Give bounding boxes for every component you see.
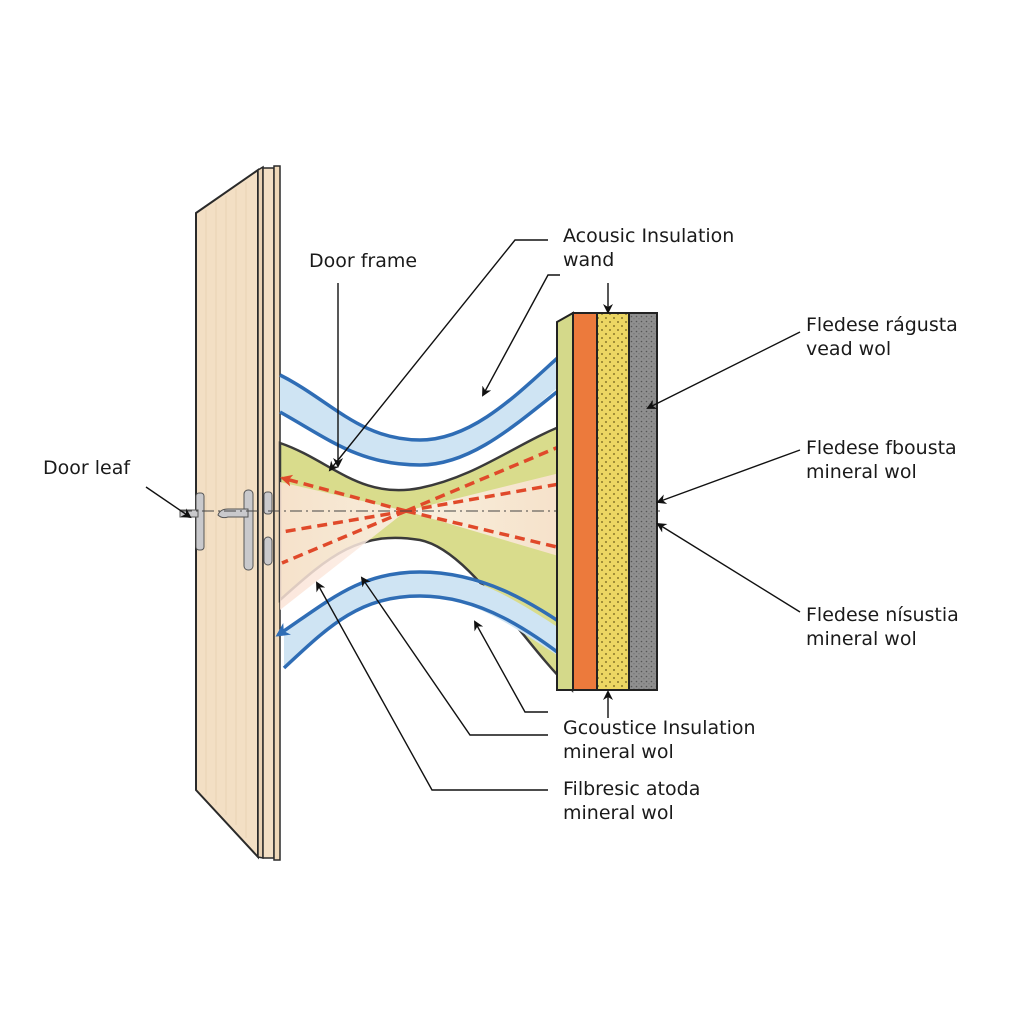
leader-lines: [145, 239, 801, 791]
label-line-1: Filbresic atoda: [563, 778, 701, 800]
label-line-2: mineral wol: [806, 461, 917, 483]
label-line-1: Gcoustice Insulation: [563, 717, 756, 739]
label-bottom-1: Gcoustice Insulation mineral wol: [563, 716, 756, 764]
label-line-2: mineral wol: [806, 628, 917, 650]
label-line-1: Fledese rágusta: [806, 314, 958, 336]
insulation-wall: [556, 311, 658, 691]
label-right-top: Fledese rágusta vead wol: [806, 313, 958, 361]
label-line-1: Fledese fbousta: [806, 437, 957, 459]
label-line-2: mineral wol: [563, 802, 674, 824]
label-line-1: Fledese nísustia: [806, 604, 959, 626]
label-line-2: mineral wol: [563, 741, 674, 763]
label-door-leaf: Door leaf: [43, 457, 131, 479]
label-right-bottom: Fledese nísustia mineral wol: [806, 603, 959, 651]
label-door-frame: Door frame: [309, 250, 418, 272]
label-bottom-2: Filbresic atoda mineral wol: [563, 777, 700, 825]
sound-reflection-arrows: [280, 436, 584, 565]
label-line-2: wand: [563, 249, 615, 271]
sound-wave-top: [279, 338, 591, 467]
label-acoustic-insulation-wand: Acousic Insulation wand: [563, 224, 734, 272]
label-line-2: vead wol: [806, 338, 892, 360]
label-right-mid: Fledese fbousta mineral wol: [806, 436, 957, 484]
label-line-1: Acousic Insulation: [563, 225, 735, 247]
